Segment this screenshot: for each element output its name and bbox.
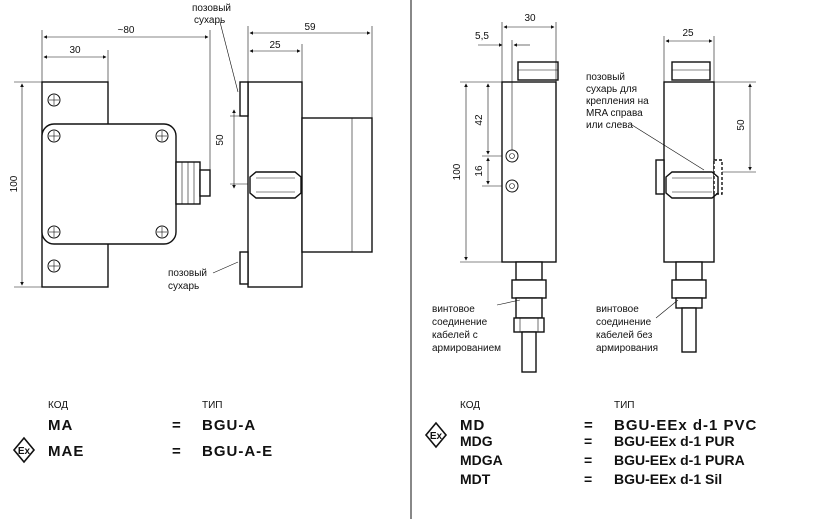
ex-symbol-right: Ex <box>430 431 443 442</box>
dim-right-side-width: 25 <box>682 28 694 39</box>
right-row-3-type: BGU-EEx d-1 PURA <box>614 452 745 468</box>
note-right-slot-4: MRA справа <box>586 108 643 119</box>
note-cable-right-4: армирования <box>596 343 658 354</box>
right-row-3-eq: = <box>584 452 592 468</box>
left-row-1-code: MA <box>48 417 73 434</box>
left-front-view <box>14 30 211 288</box>
note-cable-left-1: винтовое <box>432 304 475 315</box>
right-row-4-type: BGU-EEx d-1 Sil <box>614 471 722 487</box>
explosion-protection-icon: Ex <box>424 421 448 449</box>
ex-symbol-left: Ex <box>18 446 31 457</box>
note-cable-left-4: армированием <box>432 343 501 354</box>
right-front-view <box>460 22 559 373</box>
left-row-2-code: MAE <box>48 443 84 460</box>
note-slot-bottom-line2: сухарь <box>168 281 199 292</box>
dim-right-h16: 16 <box>474 165 485 177</box>
dim-right-offset: 5,5 <box>475 31 489 42</box>
left-row-1-eq: = <box>172 417 182 434</box>
note-right-slot-3: крепления на <box>586 96 649 107</box>
note-right-slot-5: или слева <box>586 120 633 131</box>
note-cable-left-3: кабелей с <box>432 329 478 341</box>
explosion-protection-icon: Ex <box>12 436 36 464</box>
note-cable-right-3: кабелей без <box>596 329 653 341</box>
right-row-4-code: MDT <box>460 471 491 487</box>
left-row-2-type: BGU-A-E <box>202 443 273 460</box>
note-cable-right-1: винтовое <box>596 304 639 315</box>
dim-right-h42: 42 <box>474 114 485 126</box>
note-cable-left-2: соединение <box>432 317 488 328</box>
right-header-code: КОД <box>460 400 480 411</box>
dim-right-side-height: 50 <box>736 119 747 131</box>
note-slot-top-line2: сухарь <box>194 15 225 26</box>
right-row-1-code: MD <box>460 417 485 434</box>
note-right-slot-1: позовый <box>586 72 625 83</box>
right-row-2-code: MDG <box>460 433 493 449</box>
note-right-slot-2: сухарь для <box>586 84 637 95</box>
left-row-2-eq: = <box>172 443 182 460</box>
right-row-2-type: BGU-EEx d-1 PUR <box>614 433 735 449</box>
right-row-1-type: BGU-EEx d-1 PVC <box>614 417 757 434</box>
note-slot-top-line1: позовый <box>192 3 231 14</box>
left-row-1-type: BGU-A <box>202 417 256 434</box>
right-row-1-eq: = <box>584 417 594 434</box>
note-cable-right-2: соединение <box>596 317 652 328</box>
left-side-view <box>212 21 373 288</box>
dim-height: 100 <box>9 175 20 192</box>
right-row-4-eq: = <box>584 471 592 487</box>
dim-right-width-top: 30 <box>524 13 536 24</box>
right-row-3-code: MDGA <box>460 452 503 468</box>
left-header-code: КОД <box>48 400 68 411</box>
dim-width-flange: 30 <box>69 45 81 56</box>
right-side-view <box>631 36 756 353</box>
dim-width-total: ~80 <box>118 25 135 36</box>
right-row-2-eq: = <box>584 433 592 449</box>
dim-side-height: 50 <box>215 134 226 146</box>
left-header-type: ТИП <box>202 400 222 411</box>
dim-side-total: 59 <box>304 22 316 33</box>
dim-side-width: 25 <box>269 40 281 51</box>
right-header-type: ТИП <box>614 400 634 411</box>
dim-right-height: 100 <box>452 163 463 180</box>
note-slot-bottom-line1: позовый <box>168 268 207 279</box>
